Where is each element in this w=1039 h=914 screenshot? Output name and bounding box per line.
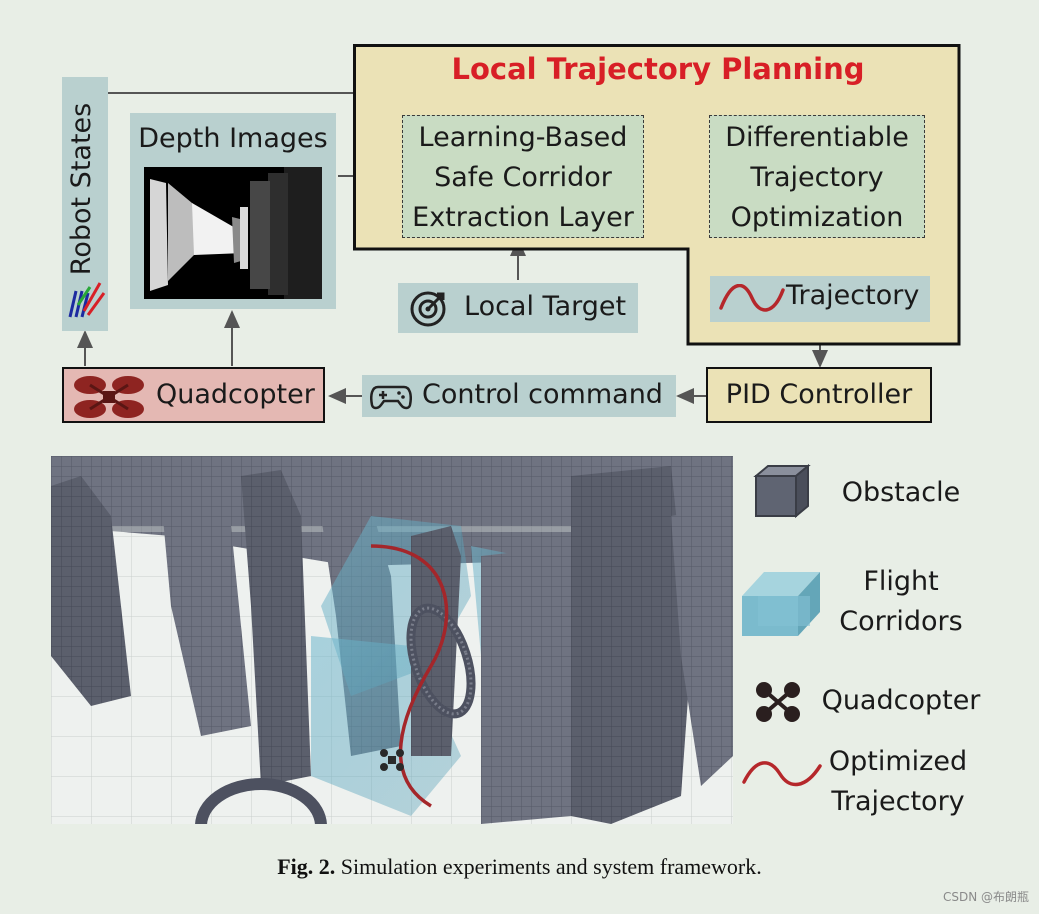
target-icon	[410, 291, 446, 327]
trajectory-panel: Trajectory	[710, 276, 930, 322]
figure-caption: Fig. 2. Simulation experiments and syste…	[0, 854, 1039, 880]
legend-quadcopter-icon	[756, 682, 800, 722]
gamepad-icon	[370, 385, 412, 410]
legend-obstacle-label: Obstacle	[841, 477, 961, 508]
legend-flight-corridors-line-1: Flight	[863, 566, 939, 597]
legend-trajectory-icon	[742, 761, 822, 787]
extraction-line-1: Learning-Based	[418, 122, 628, 153]
local-target-label: Local Target	[464, 291, 627, 322]
optimization-line-3: Optimization	[730, 202, 904, 233]
pid-controller-label: PID Controller	[725, 379, 913, 410]
legend-flight-corridors: Flight Corridors	[826, 562, 976, 642]
legend-flight-corridors-line-2: Corridors	[839, 606, 963, 637]
watermark: CSDN @布朗瓶	[942, 890, 1029, 904]
optimization-line-2: Trajectory	[750, 162, 884, 193]
legend-quadcopter-label: Quadcopter	[821, 685, 981, 716]
local-target-panel: Local Target	[398, 283, 638, 333]
control-command-panel: Control command	[362, 375, 676, 417]
extraction-line-3: Extraction Layer	[412, 202, 634, 233]
control-command-label: Control command	[422, 379, 663, 410]
simulation-scene	[51, 456, 733, 824]
legend-optimized-line-2: Trajectory	[831, 786, 965, 817]
axes-icon	[68, 282, 106, 318]
scene-quadcopter-icon	[380, 749, 404, 771]
legend-optimized-trajectory: Optimized Trajectory	[820, 742, 976, 822]
quadcopter-icon	[74, 376, 144, 418]
robot-states-label: Robot States	[66, 102, 97, 276]
depth-images-label: Depth Images	[138, 123, 328, 154]
extraction-line-2: Safe Corridor	[434, 162, 612, 193]
optimization-line-1: Differentiable	[725, 122, 909, 153]
trajectory-wave-icon	[719, 284, 785, 312]
obstacle-cube-icon	[753, 463, 811, 519]
quadcopter-box: Quadcopter	[62, 367, 325, 423]
planning-title: Local Trajectory Planning	[451, 52, 865, 86]
depth-images-panel: Depth Images	[130, 113, 336, 309]
depth-image-thumbnail	[144, 167, 322, 299]
extraction-layer-box: Learning-Based Safe Corridor Extraction …	[402, 115, 644, 238]
caption-text: Simulation experiments and system framew…	[335, 854, 762, 879]
optimization-box: Differentiable Trajectory Optimization	[709, 115, 925, 238]
quadcopter-label: Quadcopter	[156, 379, 315, 410]
caption-label: Fig. 2.	[277, 854, 336, 879]
legend-optimized-line-1: Optimized	[828, 746, 968, 777]
flight-corridors-icon	[742, 572, 820, 636]
robot-states-panel: Robot States	[62, 77, 108, 331]
trajectory-label: Trajectory	[786, 280, 920, 311]
pid-controller-box: PID Controller	[706, 367, 932, 423]
